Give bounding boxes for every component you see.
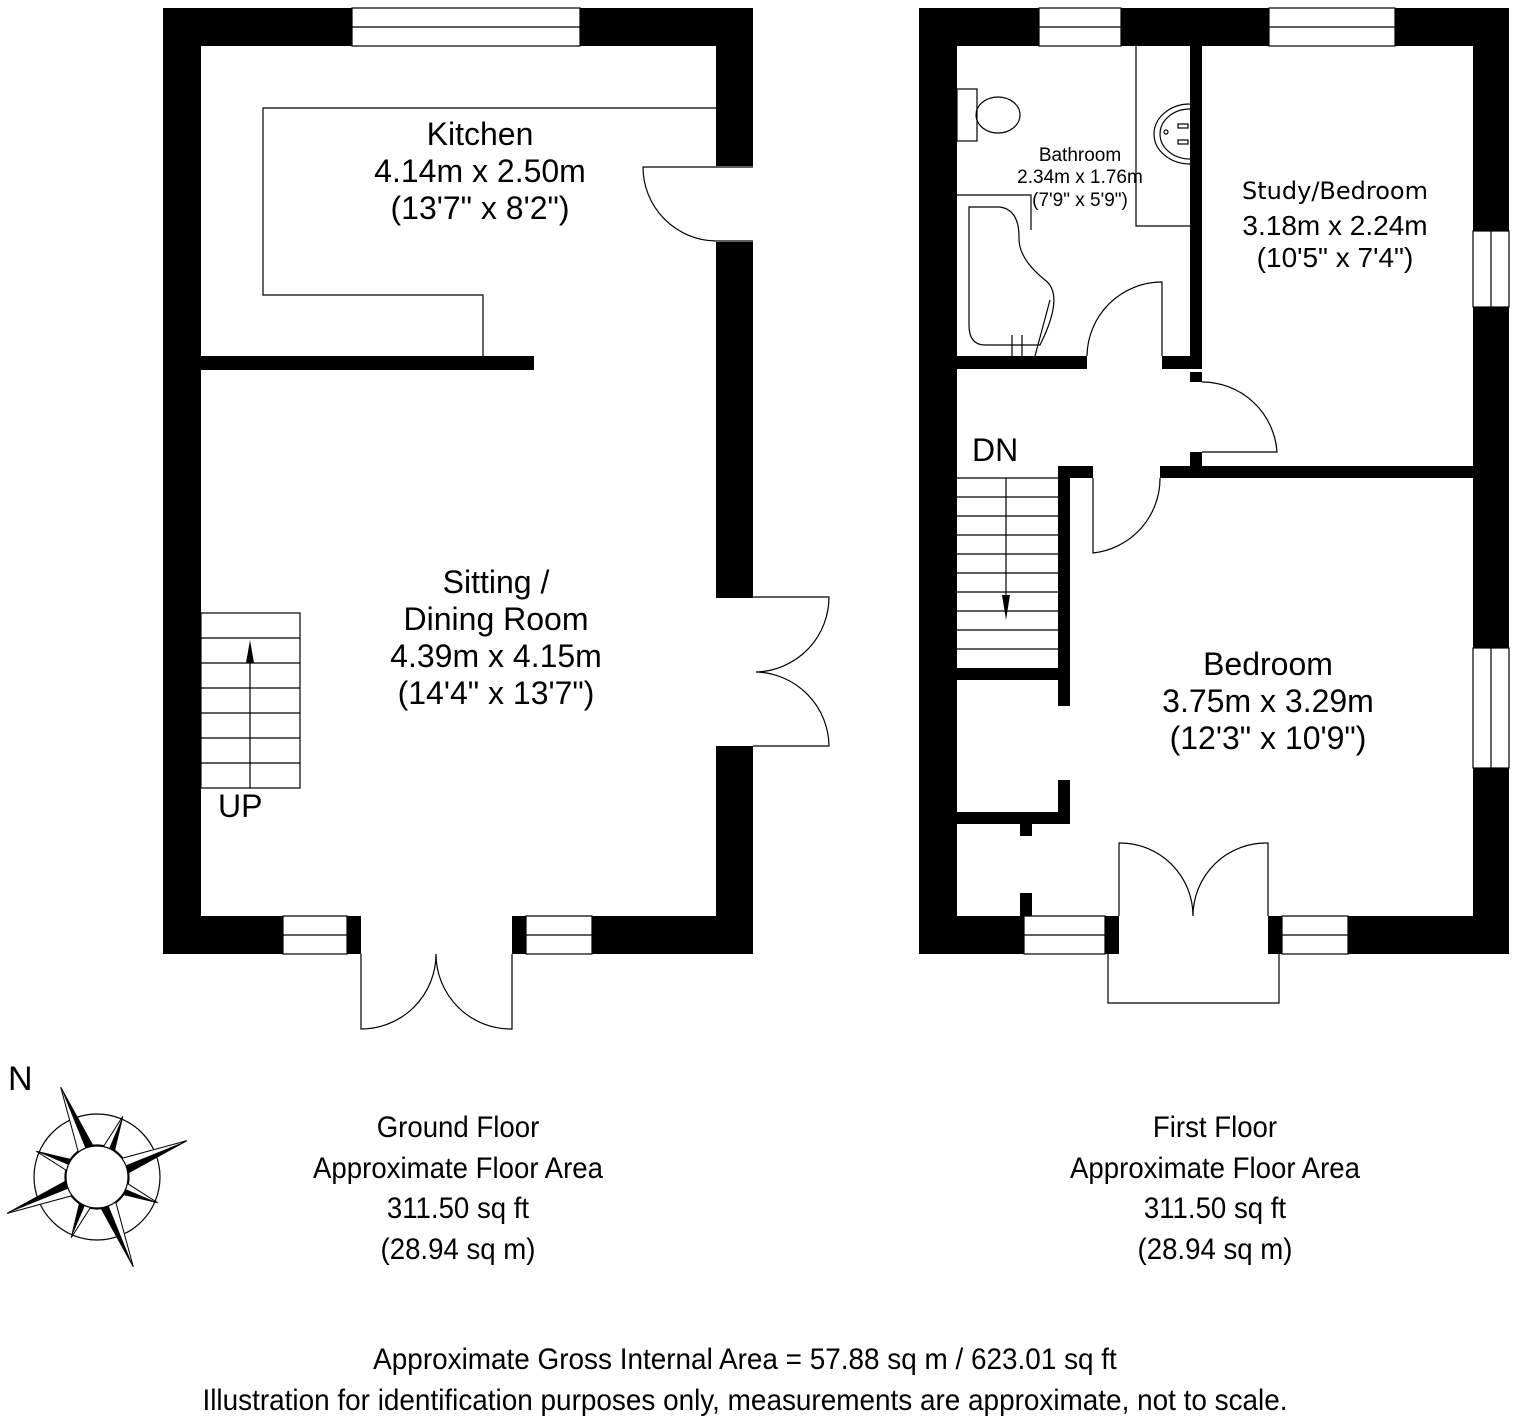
bathtub: [957, 194, 1055, 357]
room-dimensions-imperial: (13'7" x 8'2"): [390, 190, 570, 227]
room-dimensions-metric: 2.34m x 1.76m: [1017, 167, 1143, 189]
floor-area-sqft: 311.50 sq ft: [386, 1192, 530, 1225]
room-name: Sitting /: [442, 564, 550, 600]
room-name: Study/Bedroom: [1242, 177, 1428, 205]
balcony-double-door: [1107, 842, 1280, 1004]
room-dimensions-imperial: (14'4" x 13'7"): [397, 675, 595, 712]
compass-rose-icon: [6, 1086, 188, 1268]
floor-title: First Floor: [1152, 1111, 1278, 1144]
floor-area-label: Approximate Floor Area: [313, 1151, 603, 1185]
wall: [1190, 452, 1202, 466]
room-name: Bathroom: [1038, 145, 1122, 166]
wall: [1190, 46, 1202, 356]
floor-area-sqft: 311.50 sq ft: [1143, 1192, 1287, 1225]
disclaimer: Illustration for identification purposes…: [202, 1383, 1288, 1417]
arrow-down-icon: [1002, 595, 1010, 620]
double-door: [360, 953, 513, 1030]
kitchen-worktop: [262, 107, 716, 356]
wall: [512, 916, 526, 954]
room-label-bedroom: Bedroom 3.75m x 3.29m (12'3" x 10'9"): [1118, 646, 1418, 757]
stairs-up-label: UP: [218, 788, 263, 824]
floor-area-sqm: (28.94 sq m): [380, 1232, 536, 1266]
wall: [1058, 466, 1070, 706]
floor-area-sqm: (28.94 sq m): [1137, 1232, 1293, 1266]
room-name: Kitchen: [426, 116, 534, 152]
compass-north-label: N: [8, 1060, 33, 1098]
footer: Approximate Gross Internal Area = 57.88 …: [0, 1340, 1520, 1421]
wall: [957, 668, 1070, 680]
room-label-sitting-dining: Sitting / Dining Room 4.39m x 4.15m (14'…: [346, 564, 646, 712]
room-dimensions-metric: 3.18m x 2.24m: [1242, 209, 1428, 241]
wall: [1162, 356, 1202, 369]
room-name-line2: Dining Room: [403, 601, 589, 638]
door: [1092, 477, 1161, 554]
wall: [1348, 916, 1509, 954]
room-dimensions-metric: 3.75m x 3.29m: [1162, 683, 1374, 720]
wall: [919, 8, 1509, 46]
stairs: [200, 612, 301, 789]
first-floor-summary: First Floor Approximate Floor Area 311.5…: [1031, 1108, 1399, 1270]
basin: [1135, 46, 1191, 227]
wall: [1020, 893, 1032, 916]
stairs: [957, 477, 1058, 650]
room-dimensions-imperial: (10'5" x 7'4"): [1256, 242, 1414, 274]
door: [1086, 281, 1163, 357]
room-dimensions-metric: 4.14m x 2.50m: [374, 153, 586, 190]
ground-floor-summary: Ground Floor Approximate Floor Area 311.…: [274, 1108, 642, 1270]
wall: [1020, 824, 1032, 836]
stairs-down-label: DN: [972, 432, 1019, 468]
wall: [1105, 916, 1119, 954]
arrow-up-icon: [246, 640, 254, 663]
gross-internal-area: Approximate Gross Internal Area = 57.88 …: [373, 1343, 1117, 1376]
room-dimensions-imperial: (12'3" x 10'9"): [1169, 720, 1367, 757]
wall: [919, 8, 957, 954]
toilet: [956, 88, 1021, 142]
wall: [919, 356, 1087, 369]
wall: [957, 812, 1070, 824]
wall: [1190, 372, 1202, 382]
ground-floor-plan: [163, 7, 830, 1030]
door: [1201, 381, 1278, 453]
room-dimensions-imperial: (7'9" x 5'9"): [1032, 189, 1128, 211]
wall: [716, 8, 753, 166]
door: [642, 166, 717, 242]
double-door: [753, 596, 830, 747]
wall: [163, 356, 534, 370]
wall: [592, 916, 753, 954]
floor-title: Ground Floor: [376, 1111, 540, 1144]
wall: [716, 242, 753, 598]
wall: [163, 8, 201, 954]
first-floor-plan: [919, 7, 1510, 1004]
room-label-study-bedroom: Study/Bedroom 3.18m x 2.24m (10'5" x 7'4…: [1210, 177, 1460, 275]
wall: [919, 916, 1024, 954]
room-dimensions-metric: 4.39m x 4.15m: [390, 638, 602, 675]
wall: [347, 916, 361, 954]
wall: [163, 916, 283, 954]
room-label-kitchen: Kitchen 4.14m x 2.50m (13'7" x 8'2"): [330, 116, 630, 227]
wall: [1160, 466, 1509, 478]
floor-area-label: Approximate Floor Area: [1070, 1151, 1360, 1185]
wall: [1268, 916, 1282, 954]
room-name: Bedroom: [1203, 646, 1333, 682]
room-label-bathroom: Bathroom 2.34m x 1.76m (7'9" x 5'9"): [1000, 145, 1160, 212]
wall: [1473, 8, 1509, 954]
